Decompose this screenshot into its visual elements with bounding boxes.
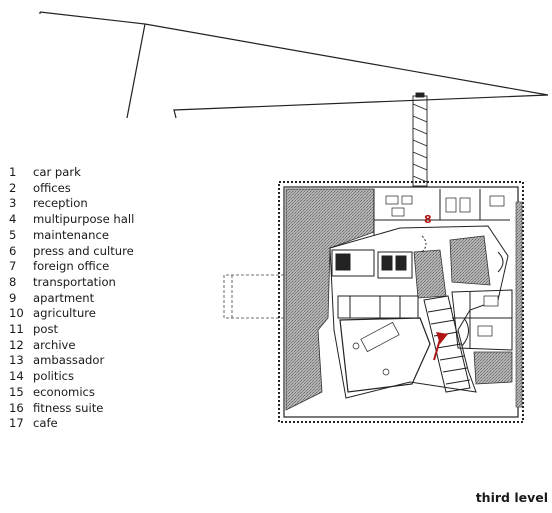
level-caption: third level: [475, 490, 548, 505]
car-park-outline: [223, 274, 284, 319]
bridge: [412, 92, 428, 187]
furniture: [352, 195, 505, 376]
building-outline: [278, 181, 524, 423]
room-number-label: 8: [424, 213, 432, 226]
entrance-arrow: [433, 332, 448, 361]
roof-canopy: [39, 11, 549, 119]
